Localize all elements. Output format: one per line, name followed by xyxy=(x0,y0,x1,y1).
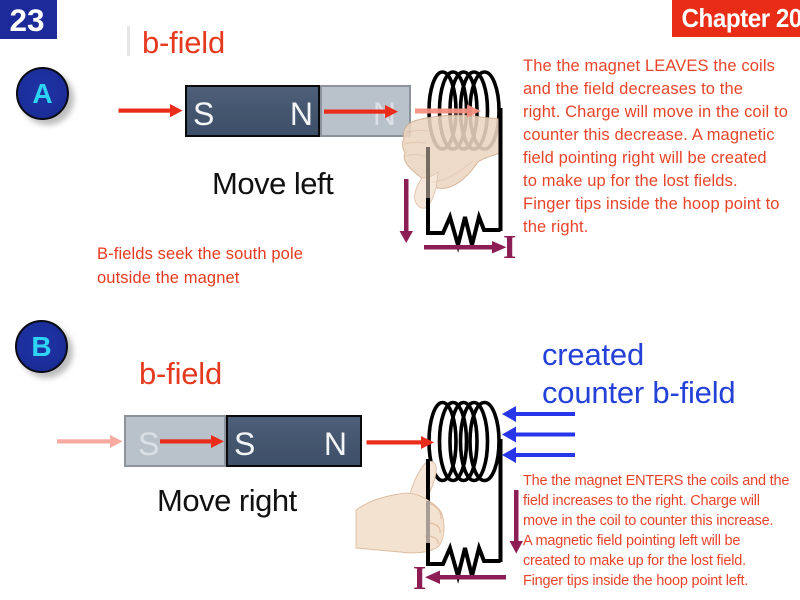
svg-text:I: I xyxy=(503,229,516,266)
svg-text:I: I xyxy=(413,560,426,597)
